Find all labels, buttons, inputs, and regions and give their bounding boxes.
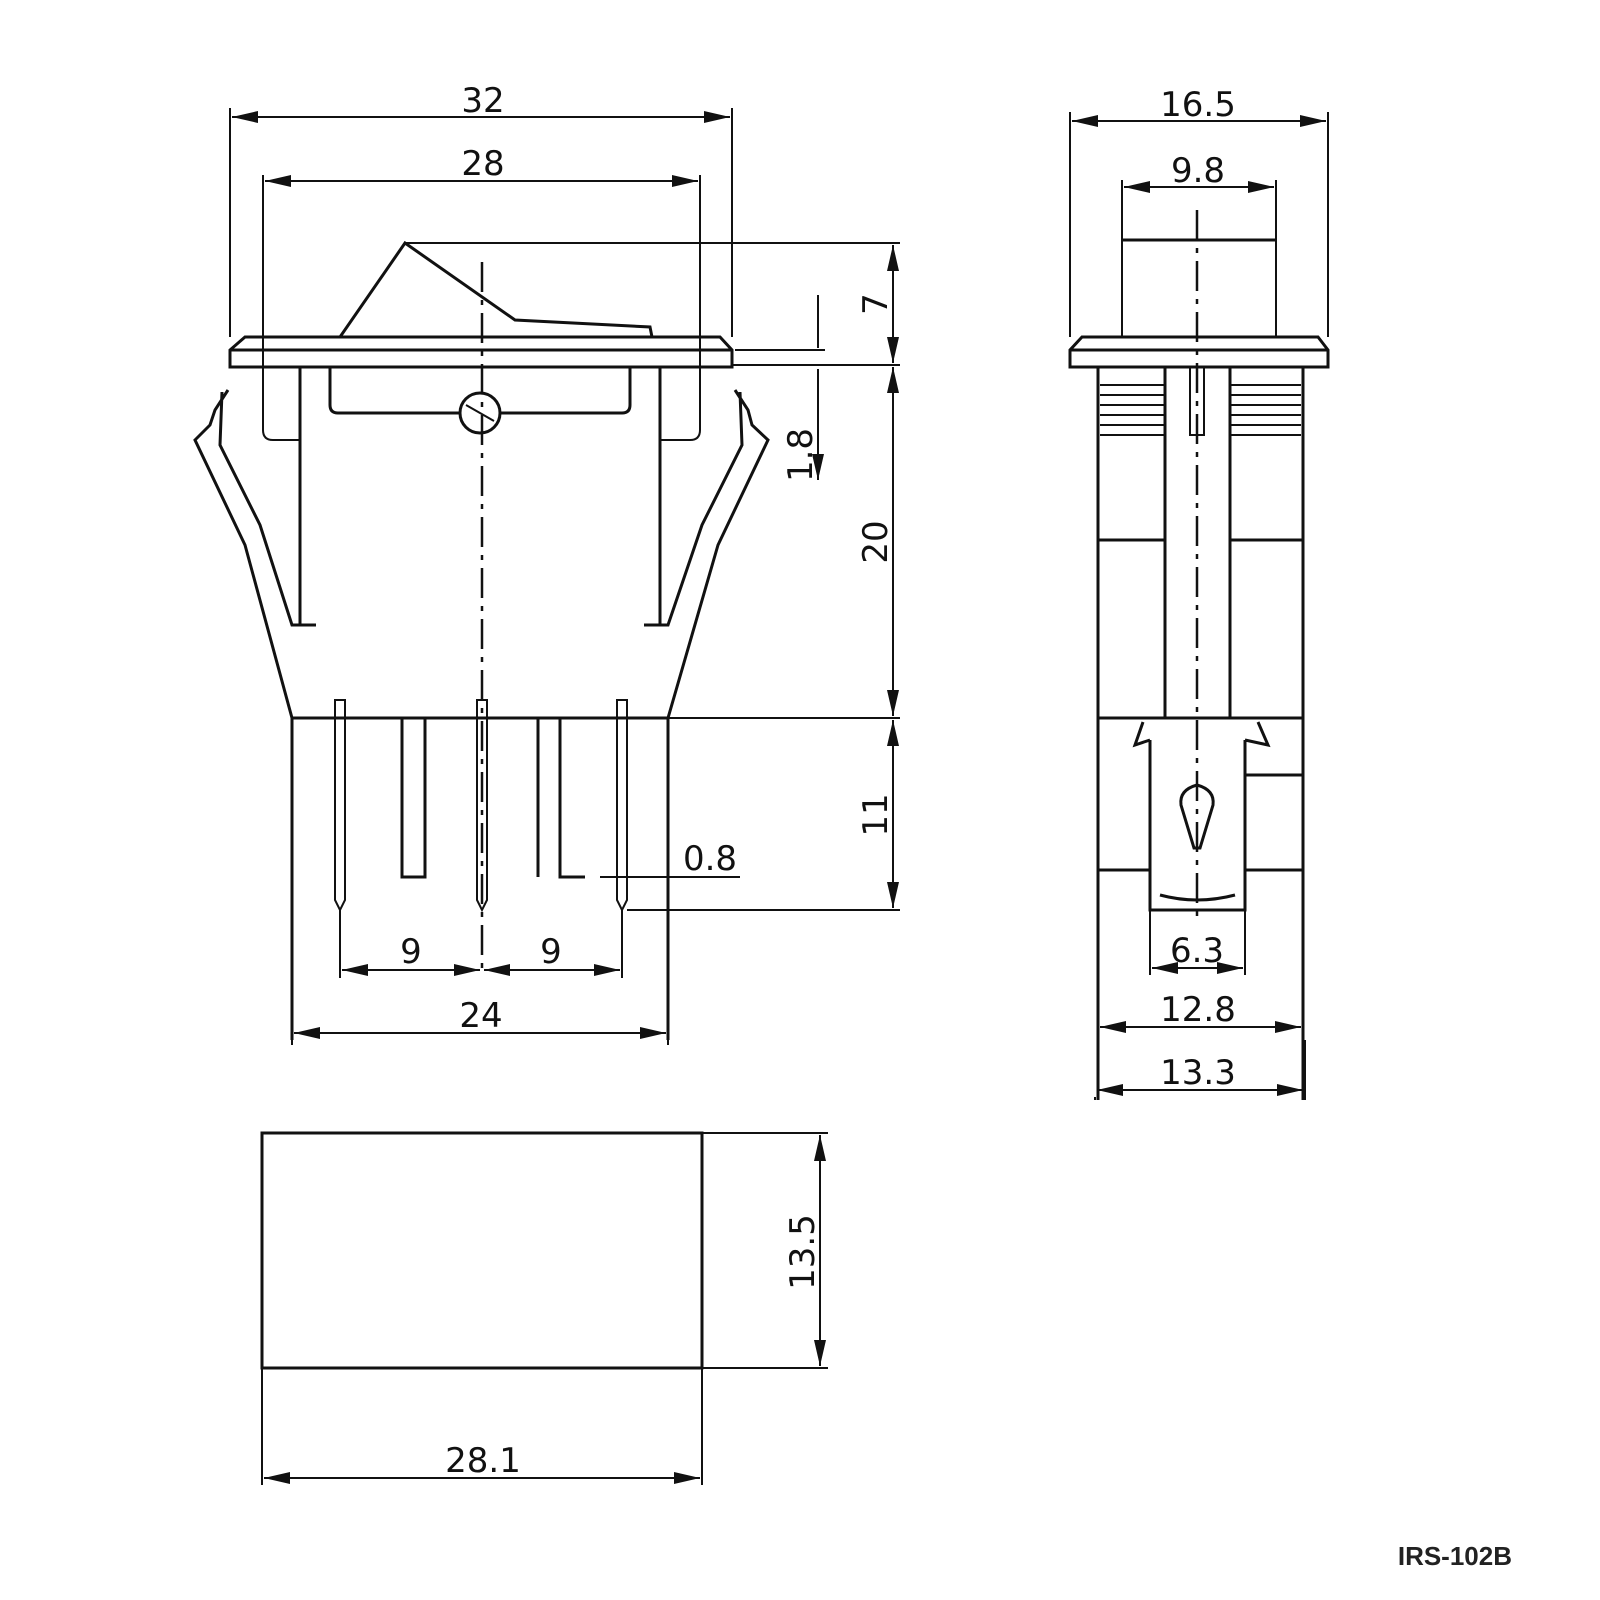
side-body — [1096, 367, 1305, 1100]
side-flange — [1068, 335, 1330, 369]
dim-body-height: 20 — [856, 520, 896, 563]
cutout-rect — [260, 1131, 704, 1370]
dim-body-inner-width: 12.8 — [1160, 990, 1236, 1030]
dim-body-width: 24 — [459, 996, 502, 1036]
side-terminal — [1098, 721, 1303, 912]
dim-pitch-left: 9 — [400, 932, 422, 972]
dim-side-overall-width: 16.5 — [1160, 85, 1236, 125]
dim-terminal-length: 11 — [856, 793, 896, 836]
dim-bezel-width: 28 — [461, 144, 504, 184]
body-base — [290, 716, 670, 1040]
cutout-view: 13.5 28.1 — [260, 1131, 828, 1485]
drawing-id-label: IRS-102B — [1398, 1541, 1512, 1571]
right-clip — [660, 389, 770, 719]
dim-terminal-width: 6.3 — [1170, 931, 1224, 971]
dim-rocker-width: 9.8 — [1171, 151, 1225, 191]
actuator-housing — [328, 367, 632, 415]
dim-flange-thickness: 1.8 — [781, 428, 821, 482]
terminals — [334, 699, 628, 913]
side-view: 16.5 9.8 6.3 12.8 13.3 — [1068, 85, 1330, 1100]
left-clip — [193, 389, 300, 719]
dim-rocker-height: 7 — [856, 293, 896, 315]
dim-cutout-width: 28.1 — [445, 1441, 521, 1481]
flange — [228, 335, 734, 369]
body-inner — [298, 367, 662, 627]
dim-cutout-height: 13.5 — [783, 1214, 823, 1290]
dim-body-outer-width: 13.3 — [1160, 1053, 1236, 1093]
dim-pitch-right: 9 — [540, 932, 562, 972]
grip-grooves — [1100, 384, 1301, 436]
pivot-symbol — [458, 391, 502, 435]
dim-overall-width: 32 — [461, 81, 504, 121]
pivot-mark — [465, 404, 495, 422]
dim-terminal-thickness: 0.8 — [683, 839, 737, 879]
front-view: 32 28 7 1.8 20 11 0.8 9 9 24 — [193, 81, 900, 1045]
bezel-outline — [262, 175, 701, 441]
rocker — [338, 240, 654, 338]
